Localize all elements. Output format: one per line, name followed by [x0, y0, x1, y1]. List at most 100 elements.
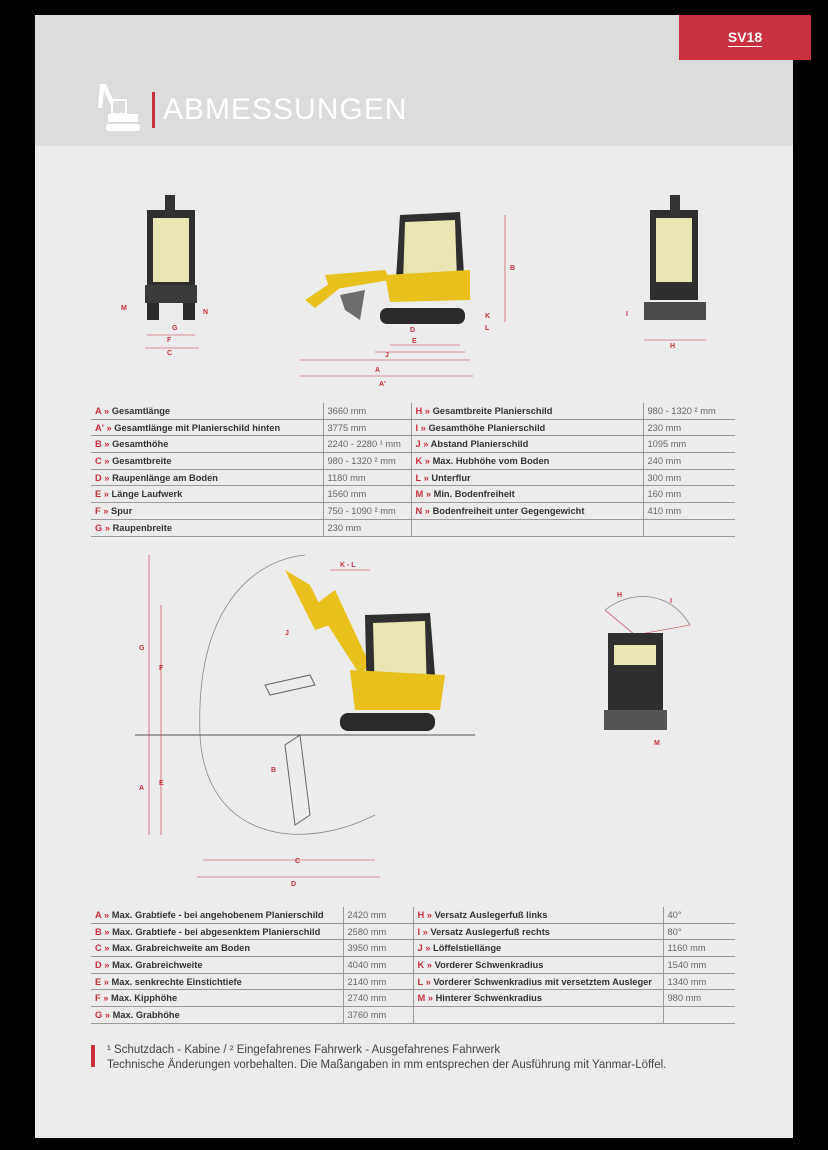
front-view-diagram: M N G F C [121, 195, 208, 357]
spec-value: 1160 mm [662, 939, 735, 958]
spec-value: 2240 - 2280 ¹ mm [322, 435, 411, 454]
spec-separator: » [103, 422, 115, 433]
spec-label-cell: A' » Gesamtlänge mit Planierschild hinte… [91, 419, 323, 437]
spec-separator: » [102, 522, 113, 533]
spec-value: 1095 mm [642, 435, 735, 454]
spec-key: K [417, 959, 425, 970]
dim-label-b-bottom: B [271, 767, 276, 774]
spec-label: Versatz Auslegerfuß links [434, 909, 548, 920]
spec-label-cell: H » Gesamtbreite Planierschild [410, 403, 643, 420]
dim-label-e-bottom: E [159, 780, 164, 787]
dim-label-a-prime: A' [379, 381, 386, 388]
spec-value: 980 - 1320 ² mm [642, 403, 735, 420]
spec-value: 750 - 1090 ² mm [322, 502, 411, 520]
dim-label-g-bottom: G [139, 645, 145, 652]
header-band [35, 15, 793, 146]
spec-key: E [95, 976, 102, 987]
spec-label-cell: A » Gesamtlänge [91, 403, 323, 420]
spec-key: M [417, 993, 426, 1004]
spec-key: A [95, 405, 102, 416]
spec-label-cell: K » Max. Hubhöhe vom Boden [410, 452, 643, 470]
table-row: A' » Gesamtlänge mit Planierschild hinte… [91, 419, 735, 437]
spec-value: 300 mm [642, 469, 735, 487]
spec-value: 1340 mm [662, 973, 735, 991]
dim-label-g: G [172, 325, 178, 332]
spec-value: 80° [662, 923, 735, 941]
spec-label-cell: L » Unterflur [410, 469, 643, 487]
footnote-line-1: ¹ Schutzdach - Kabine / ² Eingefahrenes … [107, 1044, 501, 1056]
spec-separator: » [423, 489, 434, 500]
dim-label-l: L [485, 325, 490, 332]
spec-value: 3760 mm [342, 1006, 413, 1024]
spec-separator: » [101, 472, 113, 483]
spec-separator: » [101, 976, 112, 987]
spec-key: A' [95, 422, 104, 433]
spec-label: Max. Kipphöhe [111, 993, 178, 1004]
spec-label-cell: H » Versatz Auslegerfuß links [412, 907, 663, 924]
spec-label: Vorderer Schwenkradius [434, 959, 544, 970]
spec-value: 40° [662, 907, 735, 924]
spec-key: B [95, 439, 102, 450]
spec-key: H [415, 405, 423, 416]
spec-key: C [95, 943, 102, 954]
working-range-table: A » Max. Grabtiefe - bei angehobenem Pla… [91, 907, 735, 1024]
spec-key: B [95, 926, 102, 937]
spec-label-cell: A » Max. Grabtiefe - bei angehobenem Pla… [91, 907, 343, 924]
spec-label: Gesamtbreite [112, 455, 172, 466]
excavator-logo-icon [98, 84, 140, 131]
spec-label: Unterflur [431, 472, 471, 483]
spec-separator: » [424, 909, 435, 920]
spec-separator: » [101, 943, 113, 954]
spec-label: Max. Grabtiefe - bei abgesenktem Planier… [112, 926, 321, 937]
dim-label-i-top: I [670, 598, 672, 605]
spec-label-cell: L » Vorderer Schwenkradius mit versetzte… [412, 973, 663, 991]
spec-separator: » [425, 993, 436, 1004]
spec-separator: » [101, 405, 112, 416]
spec-value: 980 - 1320 ² mm [322, 452, 411, 470]
spec-value: 3950 mm [342, 939, 413, 958]
spec-value: 410 mm [642, 502, 735, 520]
spec-key: J [415, 439, 421, 450]
dim-label-n: N [203, 309, 208, 316]
spec-label-cell: E » Länge Laufwerk [91, 485, 323, 504]
spec-separator: » [423, 976, 434, 987]
spec-label: Löffelstiellänge [433, 943, 502, 954]
spec-value: 240 mm [642, 452, 735, 470]
spec-key: L [417, 976, 424, 987]
dim-label-h-top: H [617, 592, 622, 599]
spec-label-cell: M » Min. Bodenfreiheit [410, 485, 643, 504]
dim-label-f-bottom: F [159, 665, 164, 672]
spec-key: H [417, 909, 425, 920]
spec-label: Länge Laufwerk [111, 489, 183, 500]
spec-separator: » [424, 959, 435, 970]
spec-label-cell: I » Gesamthöhe Planierschild [410, 419, 643, 437]
spec-key: L [415, 472, 422, 483]
spec-key: M [415, 489, 424, 500]
spec-value: 2740 mm [342, 989, 413, 1008]
spec-label-cell: I » Versatz Auslegerfuß rechts [412, 923, 663, 941]
spec-key: D [95, 959, 102, 970]
spec-label-cell: F » Max. Kipphöhe [91, 989, 343, 1008]
spec-key: K [415, 455, 423, 466]
dim-label-h: H [670, 343, 675, 350]
spec-separator: » [100, 505, 112, 516]
spec-label: Gesamtlänge mit Planierschild hinten [114, 422, 281, 433]
spec-key: I [417, 926, 421, 937]
spec-key: G [95, 522, 103, 533]
table-row: A » Max. Grabtiefe - bei angehobenem Pla… [91, 907, 735, 924]
dim-label-m: M [121, 305, 127, 312]
spec-key: D [95, 472, 102, 483]
spec-label: Max. senkrechte Einstichtiefe [111, 976, 242, 987]
title-accent-bar [152, 92, 155, 128]
spec-label: Max. Grabreichweite am Boden [112, 943, 251, 954]
spec-value: 3660 mm [322, 403, 411, 420]
dim-label-a: A [375, 367, 380, 374]
spec-label: Raupenbreite [112, 522, 172, 533]
